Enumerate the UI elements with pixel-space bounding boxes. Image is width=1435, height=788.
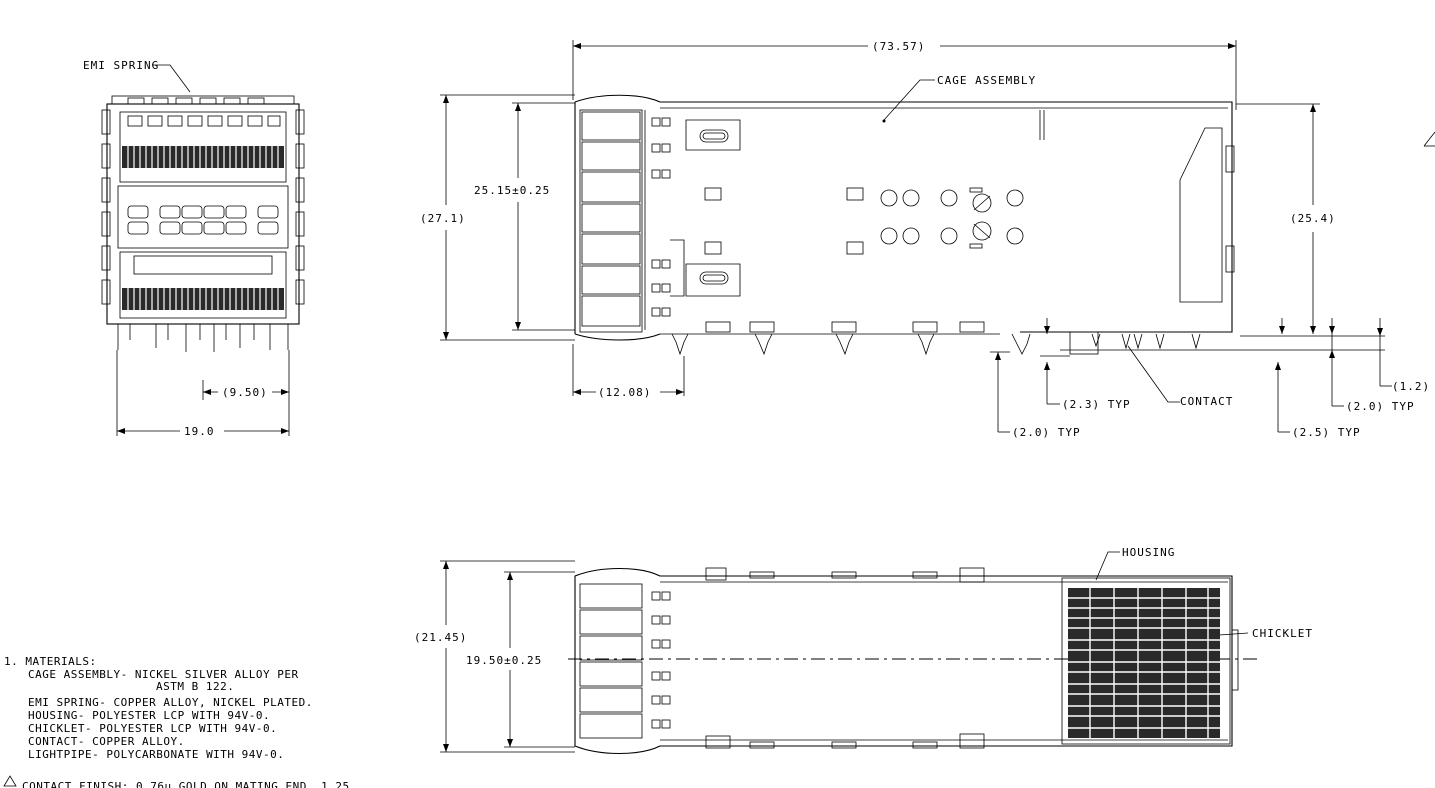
note-line-8: LIGHTPIPE- POLYCARBONATE WITH 94V-0.: [28, 748, 284, 761]
note-line-7: CONTACT- COPPER ALLOY.: [28, 735, 185, 748]
upper-port: [119, 111, 287, 183]
upper-contact-array: [122, 146, 284, 168]
top-spring-fingers: [127, 97, 265, 105]
dim-bottom-width: (21.45): [414, 631, 467, 644]
note-line-4: EMI SPRING- COPPER ALLOY, NICKEL PLATED.: [28, 696, 313, 709]
note-flag-triangle: [3, 775, 17, 787]
top-cage-outline: [574, 567, 1233, 755]
upper-port-windows: [127, 115, 281, 127]
chicklet-slots: [1068, 588, 1220, 738]
side-view: (73.57) CAGE ASSEMBLY: [420, 40, 1435, 439]
contact-leader: [1127, 345, 1180, 403]
revision-triangle-fragment: [1423, 131, 1435, 147]
side-press-fit-pins: [671, 321, 1031, 356]
dim-pin-2-0-right: (2.0) TYP: [1346, 400, 1415, 413]
lightpipe-stack: [579, 109, 643, 333]
front-view: EMI SPRING: [83, 59, 305, 438]
chicklet-label: CHICKLET: [1252, 627, 1313, 640]
dim-pin-2-5: (2.5) TYP: [1292, 426, 1361, 439]
rear-housing-profile: [1179, 127, 1223, 303]
dim-right-height: (25.4): [1290, 212, 1336, 225]
upper-latch: [685, 119, 741, 151]
top-lightpipes: [579, 583, 643, 739]
led-tabs: [651, 117, 671, 317]
housing-leader: [1095, 551, 1120, 581]
emi-spring-label: EMI SPRING: [83, 59, 159, 72]
top-edge-tabs: [705, 567, 985, 749]
side-spring-tabs: [101, 109, 305, 305]
dim-overall-length: (73.57): [872, 40, 925, 53]
front-top-springs: [111, 95, 295, 105]
top-view: HOUSING CHICKLET: [414, 546, 1313, 755]
lightpipe-segments: [581, 111, 641, 327]
dim-overall-height: (27.1): [420, 212, 466, 225]
dim-pin-2-0-left: (2.0) TYP: [1012, 426, 1081, 439]
note-line-3: ASTM B 122.: [156, 680, 234, 693]
cage-assembly-leader: [883, 79, 935, 121]
dim-bottom-inner: 19.50±0.25: [466, 654, 542, 667]
note-line-9: CONTACT FINISH: 0.76µ GOLD ON MATING END…: [22, 780, 350, 788]
emi-spring-leader: [152, 64, 191, 93]
rear-housing: [1061, 577, 1231, 745]
lower-contact-array: [122, 288, 284, 310]
front-press-fit-pins: [117, 324, 289, 352]
dim-pin-1-2: (1.2): [1392, 380, 1430, 393]
dim-cage-height: 25.15±0.25: [474, 184, 550, 197]
cage-vent-holes: [846, 187, 1024, 255]
note-line-1: 1. MATERIALS:: [4, 655, 97, 668]
dim-front-offset: (12.08): [598, 386, 651, 399]
note-line-2: CAGE ASSEMBLY- NICKEL SILVER ALLOY PER: [28, 668, 299, 681]
lower-port-latch: [133, 255, 273, 275]
dim-half-pitch: (9.50): [222, 386, 268, 399]
cage-assembly-label: CAGE ASSEMBLY: [937, 74, 1036, 87]
cage-body-outline: [574, 94, 1233, 333]
dim-front-width: 19.0: [184, 425, 215, 438]
materials-notes: 1. MATERIALS: CAGE ASSEMBLY- NICKEL SILV…: [3, 655, 350, 788]
contact-label: CONTACT: [1180, 395, 1233, 408]
lightpipe-windows: [127, 205, 279, 235]
middle-lightpipe-block: [117, 185, 289, 249]
housing-label: HOUSING: [1122, 546, 1175, 559]
rear-contacts: [1060, 331, 1385, 355]
dim-pin-2-3: (2.3) TYP: [1062, 398, 1131, 411]
note-line-6: CHICKLET- POLYESTER LCP WITH 94V-0.: [28, 722, 277, 735]
lower-port: [119, 251, 287, 319]
top-led-tabs: [651, 591, 671, 729]
chicklet-stack: [1068, 588, 1220, 738]
lower-latch: [685, 263, 741, 297]
note-line-5: HOUSING- POLYESTER LCP WITH 94V-0.: [28, 709, 270, 722]
